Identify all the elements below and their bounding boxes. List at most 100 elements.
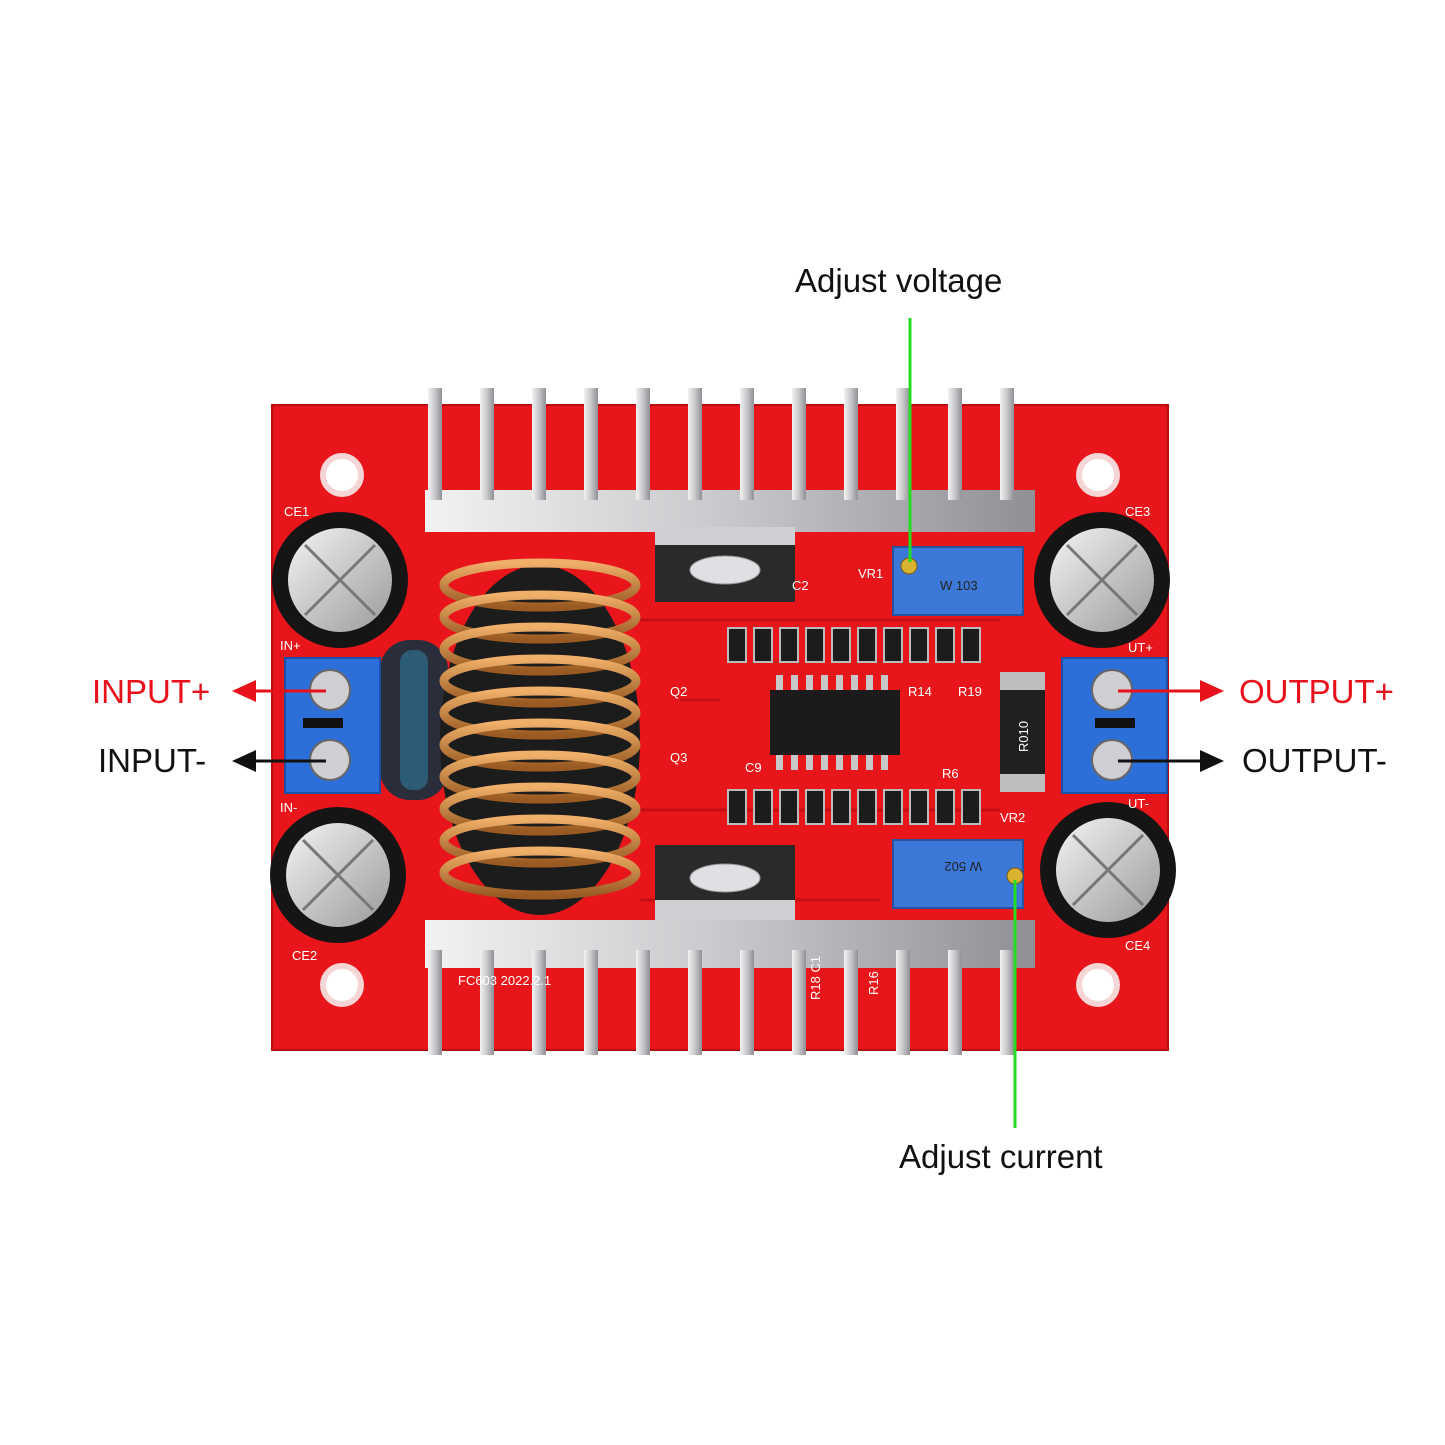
- callout-lines: [908, 318, 1017, 1128]
- ic-pin: [881, 755, 888, 770]
- heatsink-fin: [532, 388, 546, 500]
- ic-pin: [821, 675, 828, 690]
- coil-winding: [439, 590, 641, 644]
- silk-out-plus: UT+: [1128, 640, 1153, 655]
- ic-pin: [836, 675, 843, 690]
- capacitor-ce1: [272, 512, 408, 648]
- output-plus-arrow-icon: [1200, 680, 1224, 702]
- heatsink-fin: [480, 388, 494, 500]
- silk-r16: R16: [866, 971, 881, 995]
- heatsink-fin: [844, 950, 858, 1055]
- current-potentiometer[interactable]: W 502: [892, 839, 1024, 909]
- input-terminal-block[interactable]: [284, 657, 381, 794]
- heatsink-fin: [948, 388, 962, 500]
- silk-vr1: VR1: [858, 566, 883, 581]
- smd-resistor: [727, 627, 747, 663]
- heatsink-fin: [428, 388, 442, 500]
- silk-ce3: CE3: [1125, 504, 1150, 519]
- smd-resistor: [935, 789, 955, 825]
- heatsink-fin: [688, 950, 702, 1055]
- smd-resistor: [909, 789, 929, 825]
- smd-resistor: [883, 789, 903, 825]
- output-plus-label: OUTPUT+: [1239, 673, 1394, 710]
- silk-r19: R19: [958, 684, 982, 699]
- smd-resistor: [727, 789, 747, 825]
- adjust-current-label: Adjust current: [899, 1138, 1103, 1175]
- smd-resistor: [935, 627, 955, 663]
- silk-r14: R14: [908, 684, 932, 699]
- ic-pin: [836, 755, 843, 770]
- ic-pin: [776, 675, 783, 690]
- output-minus-arrow-icon: [1200, 750, 1224, 772]
- coil-winding: [439, 558, 641, 612]
- silk-pcb-code: FC603 2022.2.1: [458, 973, 551, 988]
- smd-resistor: [753, 789, 773, 825]
- smd-resistor: [831, 627, 851, 663]
- input-plus-arrow-icon: [232, 680, 256, 702]
- silk-q2: Q2: [670, 684, 687, 699]
- heatsink-fin: [584, 388, 598, 500]
- voltage-potentiometer[interactable]: W 103: [892, 546, 1024, 616]
- smd-resistor: [831, 789, 851, 825]
- capacitor-ce4: [1040, 802, 1176, 938]
- silk-r18-c1: R18 C1: [808, 956, 823, 1000]
- silk-ce4: CE4: [1125, 938, 1150, 953]
- coil-winding: [439, 782, 641, 836]
- smd-resistor-row-top: [727, 627, 981, 663]
- coil-winding: [439, 718, 641, 772]
- smd-resistor-row-bottom: [727, 789, 981, 825]
- coil-winding: [439, 654, 641, 708]
- silk-ce2: CE2: [292, 948, 317, 963]
- smd-resistor: [753, 627, 773, 663]
- silk-r6: R6: [942, 766, 959, 781]
- adjust-voltage-label: Adjust voltage: [795, 262, 1003, 299]
- output-minus-label: OUTPUT-: [1242, 742, 1387, 779]
- smd-resistor: [805, 627, 825, 663]
- diode: [380, 640, 448, 800]
- top-heatsink: [425, 388, 1035, 532]
- heatsink-fin: [636, 388, 650, 500]
- heatsink-fin: [532, 950, 546, 1055]
- coil-winding: [439, 622, 641, 676]
- silk-out-minus: UT-: [1128, 796, 1149, 811]
- ic-pin: [866, 675, 873, 690]
- shunt-marking: R010: [1016, 721, 1031, 752]
- smd-resistor: [779, 627, 799, 663]
- ic-pin: [776, 755, 783, 770]
- silk-q3: Q3: [670, 750, 687, 765]
- ic-pin: [851, 675, 858, 690]
- control-ic: [770, 675, 900, 770]
- smd-resistor: [805, 789, 825, 825]
- heatsink-fin: [740, 950, 754, 1055]
- ic-pin: [806, 675, 813, 690]
- silkscreen-labels: CE1 CE2 CE3 CE4 IN+ IN- UT+ UT- C2 C9 Q2…: [280, 504, 1153, 1000]
- mount-hole-top-right: [1076, 453, 1120, 497]
- ic-pin: [881, 675, 888, 690]
- heatsink-top-base: [425, 490, 1035, 532]
- heatsink-fin: [584, 950, 598, 1055]
- smd-resistor: [961, 627, 981, 663]
- pot-bottom-marking: W 502: [944, 859, 982, 874]
- bottom-heatsink: [425, 920, 1035, 1055]
- mount-hole-top-left: [320, 453, 364, 497]
- heatsink-fin: [636, 950, 650, 1055]
- heatsink-fin: [480, 950, 494, 1055]
- smd-resistor: [961, 789, 981, 825]
- input-minus-label: INPUT-: [98, 742, 207, 779]
- mount-hole-bottom-right: [1076, 963, 1120, 1007]
- ic-pin: [791, 675, 798, 690]
- coil-winding: [439, 814, 641, 868]
- silk-in-minus: IN-: [280, 800, 297, 815]
- output-terminal-block[interactable]: [1061, 657, 1168, 794]
- ic-pin: [851, 755, 858, 770]
- heatsink-fin: [948, 950, 962, 1055]
- smd-resistor: [857, 627, 877, 663]
- silk-in-plus: IN+: [280, 638, 301, 653]
- heatsink-fin: [844, 388, 858, 500]
- pot-top-marking: W 103: [940, 578, 978, 593]
- heatsink-fin: [688, 388, 702, 500]
- heatsink-fin: [896, 388, 910, 500]
- coil-winding: [439, 686, 641, 740]
- smd-resistor: [779, 789, 799, 825]
- coil-winding: [439, 846, 641, 900]
